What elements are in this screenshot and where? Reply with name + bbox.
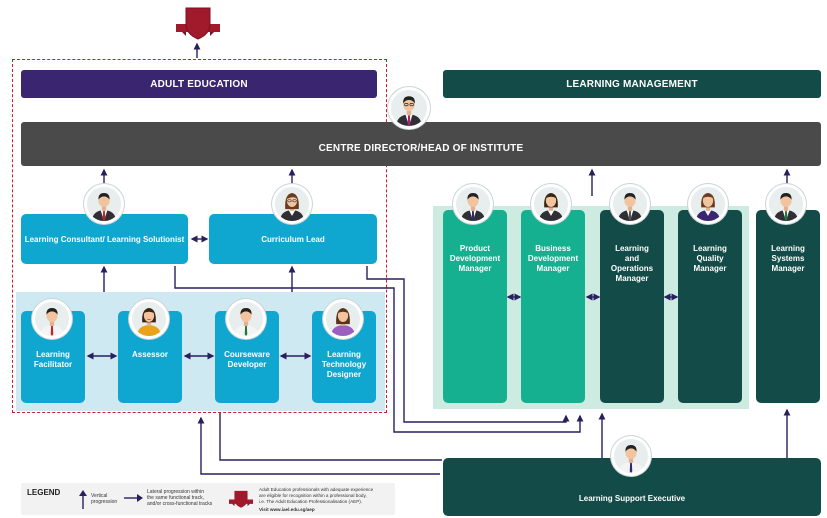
learning-quality-manager-avatar — [688, 184, 728, 224]
learning-quality-manager-box: Learning Quality Manager — [678, 210, 742, 403]
courseware-developer-avatar — [226, 299, 266, 339]
adult-education-boundary — [12, 59, 387, 413]
business-development-manager-box: Business Development Manager — [521, 210, 585, 403]
lateral-progression-arrow-icon — [124, 494, 143, 502]
vertical-progression-arrow-icon — [79, 490, 87, 509]
adult-education-header: ADULT EDUCATION — [21, 70, 377, 98]
legend-title: LEGEND — [27, 488, 61, 497]
learning-operations-manager-box: Learning and Operations Manager — [600, 210, 664, 403]
product-development-manager-box: Product Development Manager — [443, 210, 507, 403]
learning-operations-manager-avatar — [610, 184, 650, 224]
aep-shield-legend-icon — [229, 490, 253, 508]
legend-lateral-text: Lateral progression within the same func… — [147, 489, 213, 507]
assessor-avatar — [129, 299, 169, 339]
legend: LEGEND Vertical progression Lateral prog… — [21, 483, 395, 515]
learning-technology-designer-avatar — [323, 299, 363, 339]
learning-consultant-avatar — [84, 184, 124, 224]
legend-vertical-text: Vertical progression — [91, 493, 118, 505]
legend-aep-link[interactable]: Visit www.iael.edu.sg/aep — [259, 507, 315, 512]
centre-director-bar: CENTRE DIRECTOR/HEAD OF INSTITUTE — [21, 122, 821, 166]
business-development-manager-avatar — [531, 184, 571, 224]
learning-management-header: LEARNING MANAGEMENT — [443, 70, 821, 98]
learning-systems-manager-box: Learning Systems Manager — [756, 210, 820, 403]
learning-support-executive-avatar — [611, 436, 651, 476]
curriculum-lead-avatar — [272, 184, 312, 224]
aep-shield-icon — [176, 7, 220, 40]
learning-systems-manager-avatar — [766, 184, 806, 224]
director-avatar — [388, 87, 430, 129]
learning-facilitator-avatar — [32, 299, 72, 339]
legend-aep-text: Adult Education professionals with adequ… — [259, 487, 374, 504]
product-development-manager-avatar — [453, 184, 493, 224]
